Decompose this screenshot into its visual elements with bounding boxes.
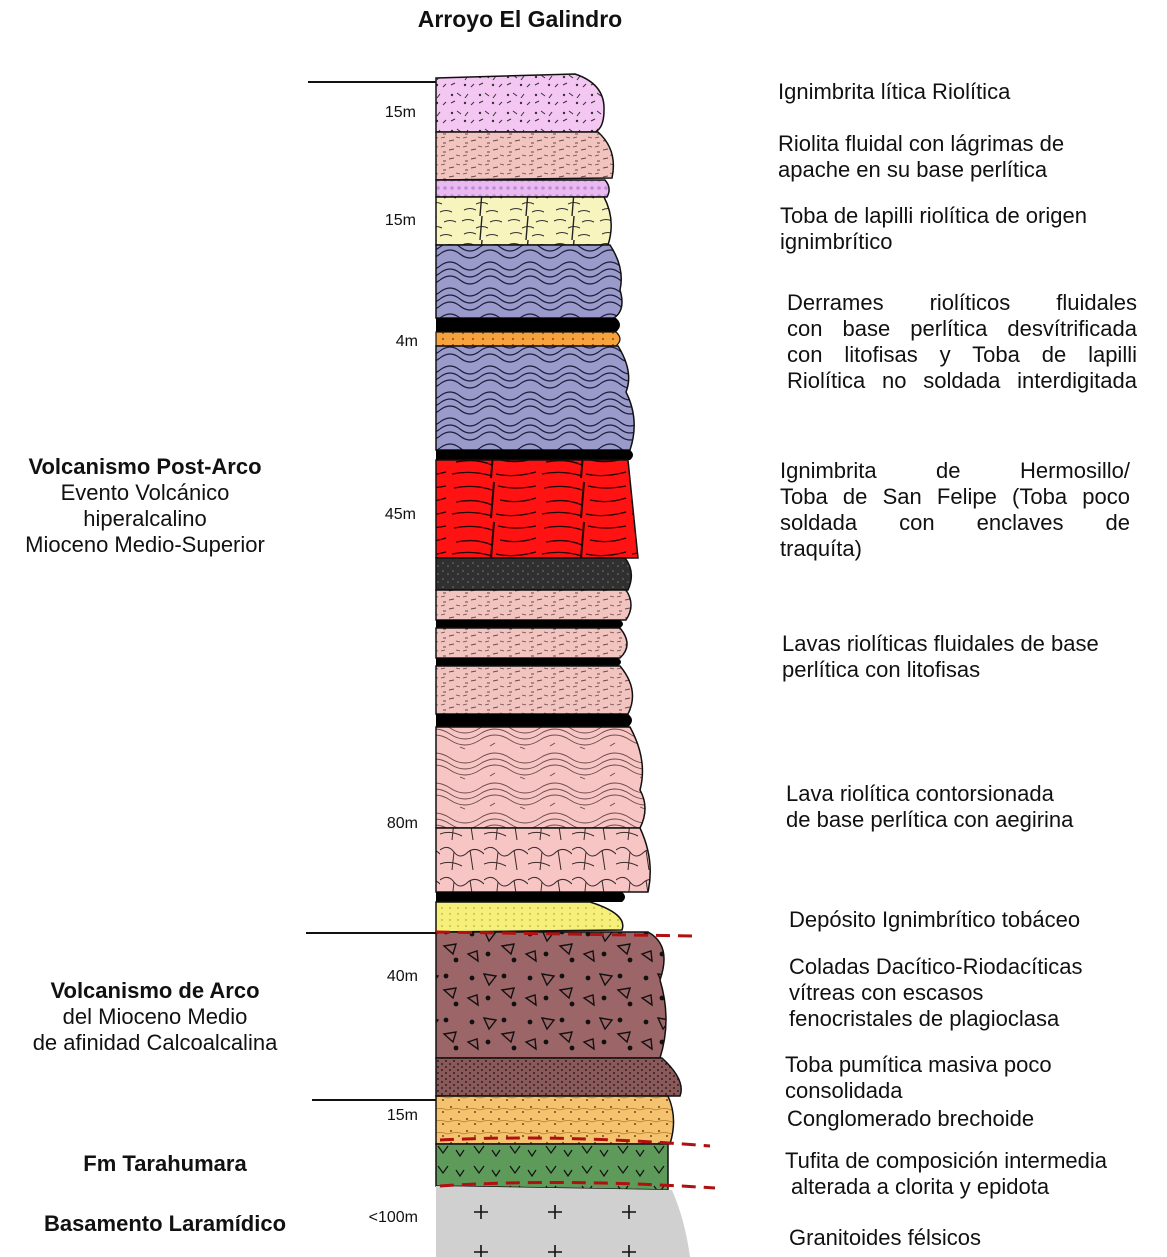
layer-dark-tuff [436, 558, 631, 590]
description-line: soldada con enclaves de [780, 510, 1130, 536]
layer-contorted-lava [436, 727, 645, 828]
description-conglomerate: Conglomerado brechoide [787, 1106, 1034, 1132]
description-line: Lavas riolíticas fluidales de base [782, 631, 1099, 657]
description-line: traquíta) [780, 536, 1130, 562]
layer-lava-3 [436, 666, 633, 714]
description-line: vítreas con escasos [789, 980, 1082, 1006]
description-pumice-tuff: Toba pumítica masiva poco consolidada [785, 1052, 1052, 1104]
description-tuffite: Tufita de composición intermedia alterad… [785, 1148, 1107, 1200]
layer-flow-rhyolite-1 [436, 245, 622, 318]
description-line: ignimbrítico [780, 229, 1087, 255]
description-line: apache en su base perlítica [778, 157, 1064, 183]
layer-granitoid [436, 1186, 690, 1257]
layer-obsidian-4 [436, 658, 621, 666]
layer-orange-tuff [436, 332, 620, 346]
description-line: Riolita fluidal con lágrimas de [778, 131, 1064, 157]
description-line: Ignimbrita lítica Riolítica [778, 79, 1010, 105]
description-line: Ignimbrita de Hermosillo/ [780, 458, 1130, 484]
description-line: Toba de San Felipe (Toba poco [780, 484, 1130, 510]
layer-perlitic-base [436, 180, 609, 197]
description-line: Conglomerado brechoide [787, 1106, 1034, 1132]
layer-lava-1 [436, 590, 631, 620]
layer-flow-rhyolite-2 [436, 346, 634, 450]
description-granitoids: Granitoides félsicos [789, 1225, 981, 1251]
description-line: Toba pumítica masiva poco [785, 1052, 1052, 1078]
description-line: alterada a clorita y epidota [785, 1174, 1107, 1200]
description-line: Derrames riolíticos fluidales [787, 290, 1137, 316]
description-tobaceous-deposit: Depósito Ignimbrítico tobáceo [789, 907, 1080, 933]
layer-dacitic-flows [436, 932, 666, 1058]
description-lapilli-tuff: Toba de lapilli riolítica de origen igni… [780, 203, 1087, 255]
layer-lapilli-tuff [436, 197, 611, 245]
layer-pumice-tuff [436, 1058, 681, 1096]
layer-lava-2 [436, 628, 627, 658]
layer-perlitic-base-aegirine [436, 828, 650, 892]
description-line: con base perlítica desvítrificada [787, 316, 1137, 342]
description-line: fenocristales de plagioclasa [789, 1006, 1082, 1032]
description-hermosillo-ignimbrite: Ignimbrita de Hermosillo/ Toba de San Fe… [780, 458, 1130, 562]
description-line: Coladas Dacítico-Riodacíticas [789, 954, 1082, 980]
description-dacitic-flows: Coladas Dacítico-Riodacíticas vítreas co… [789, 954, 1082, 1032]
layer-lithic-ignimbrite [436, 74, 604, 132]
description-line: con litofisas y Toba de lapilli [787, 342, 1137, 368]
description-line: Tufita de composición intermedia [785, 1148, 1107, 1174]
layer-tobaceous-deposit [436, 902, 623, 932]
layer-fluidal-rhyolite [436, 132, 613, 180]
layer-hermosillo-ignimbrite [436, 460, 638, 558]
description-contorted-lava: Lava riolítica contorsionada de base per… [786, 781, 1073, 833]
layer-obsidian-3 [436, 620, 623, 628]
description-line: Granitoides félsicos [789, 1225, 981, 1251]
description-line: perlítica con litofisas [782, 657, 1099, 683]
description-fluidal-rhyolite: Riolita fluidal con lágrimas de apache e… [778, 131, 1064, 183]
description-line: Lava riolítica contorsionada [786, 781, 1073, 807]
description-line: de base perlítica con aegirina [786, 807, 1073, 833]
layer-obsidian-2 [436, 450, 633, 460]
description-flow-rhyolite: Derrames riolíticos fluidales con base p… [787, 290, 1137, 394]
description-line: consolidada [785, 1078, 1052, 1104]
description-line: Toba de lapilli riolítica de origen [780, 203, 1087, 229]
layer-obsidian-1 [436, 318, 620, 332]
description-lithic-ignimbrite: Ignimbrita lítica Riolítica [778, 79, 1010, 105]
description-rhyolitic-lavas: Lavas riolíticas fluidales de base perlí… [782, 631, 1099, 683]
description-line: Depósito Ignimbrítico tobáceo [789, 907, 1080, 933]
description-line: Riolítica no soldada interdigitada [787, 368, 1137, 394]
layer-obsidian-6 [436, 892, 625, 902]
layer-obsidian-5 [436, 714, 632, 727]
